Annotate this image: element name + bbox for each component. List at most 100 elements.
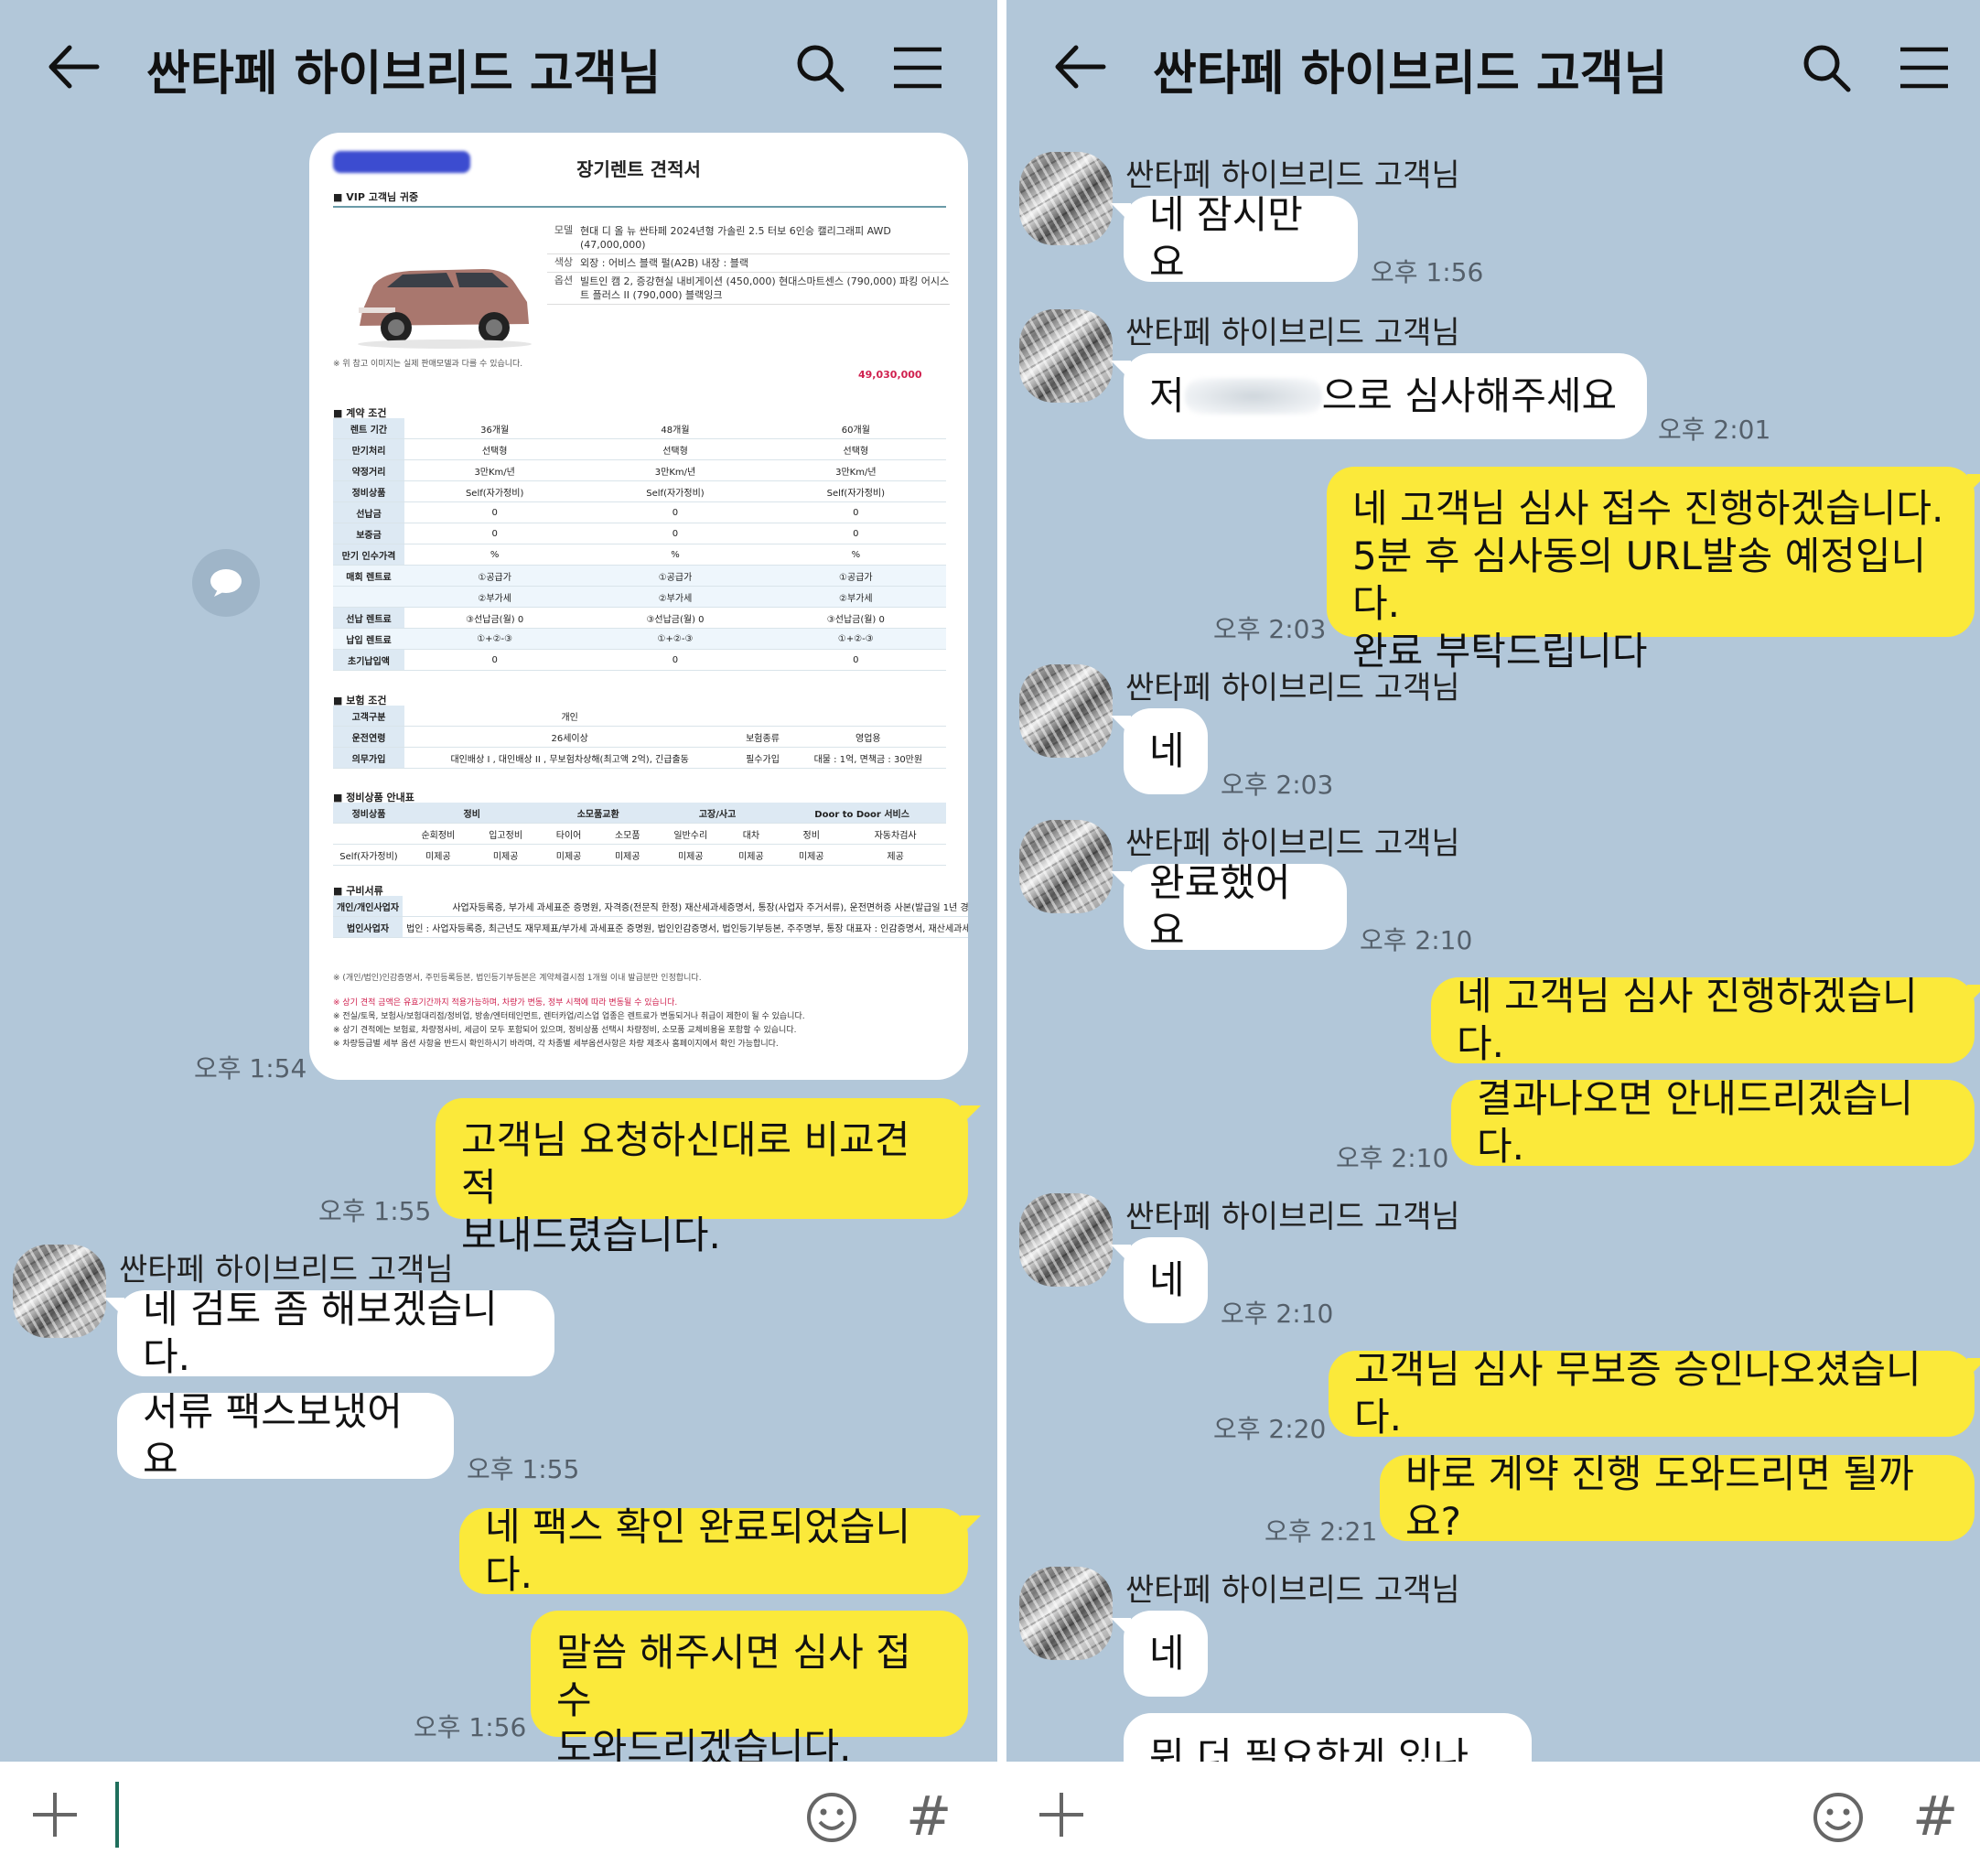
message-outgoing[interactable]: 네 고객님 심사 진행하겠습니다. — [1431, 974, 1980, 1066]
table-cell: ①공급가 — [404, 565, 586, 587]
message-incoming[interactable]: 네 — [1111, 1611, 1208, 1697]
message-incoming[interactable]: 완료했어요 — [1111, 860, 1347, 953]
back-arrow-icon[interactable] — [1052, 44, 1107, 90]
input-bar: # — [0, 1762, 997, 1876]
message-outgoing[interactable]: 말씀 해주시면 심사 접수 도와드리겠습니다. — [531, 1611, 968, 1770]
menu-icon[interactable] — [1899, 42, 1950, 93]
chat-pane-right: 싼타페 하이브리드 고객님 싼타페 하이브리드 고객님 네 잠시만요 오후 1:… — [1006, 0, 1980, 1876]
sender-name: 싼타페 하이브리드 고객님 — [119, 1252, 454, 1288]
table-cell: 사업자등록증, 부가세 과세표준 증명원, 자격증(전문직 한정) 재산세과세증… — [403, 896, 968, 917]
doc-divider — [333, 206, 946, 208]
message-outgoing[interactable]: 네 팩스 확인 완료되었습니다. — [459, 1504, 981, 1597]
avatar[interactable] — [1019, 1567, 1113, 1660]
message-outgoing[interactable]: 고객님 요청하신대로 비교견적 보내드렸습니다. — [436, 1098, 981, 1257]
table-cell — [790, 706, 946, 727]
table-cell: 고객구분 — [333, 706, 404, 727]
message-incoming[interactable]: 네 검토 좀 해보겠습니다. — [104, 1287, 554, 1379]
emoji-icon[interactable] — [1812, 1791, 1865, 1844]
doc-footnotes: ※ 상기 견적 금액은 유효기간까지 적용가능하며, 차량가 변동, 정부 시책… — [333, 997, 946, 1051]
table-cell: 필수가입 — [735, 747, 791, 769]
avatar[interactable] — [1019, 664, 1113, 758]
table-cell: 영업용 — [790, 726, 946, 748]
emoji-icon[interactable] — [805, 1791, 858, 1844]
table-cell: 대차 — [724, 823, 779, 845]
message-incoming[interactable]: 저 으로 심사해주세요 — [1111, 353, 1647, 439]
message-outgoing[interactable]: 바로 계약 진행 도와드리면 될까요? — [1380, 1451, 1975, 1544]
table-cell — [333, 586, 404, 608]
share-button[interactable] — [192, 549, 260, 617]
table-cell: 렌트 기간 — [333, 418, 404, 439]
table-cell: 미제공 — [471, 844, 540, 866]
table-cell: % — [404, 544, 586, 566]
search-icon[interactable] — [1801, 42, 1852, 93]
footnote: ※ 차량등급별 세부 옵션 사항을 반드시 확인하시기 바라며, 각 차종별 세… — [333, 1040, 779, 1049]
back-arrow-icon[interactable] — [46, 44, 101, 90]
table-cell: 개인 — [404, 706, 736, 727]
table-cell: ②부가세 — [404, 586, 586, 608]
table-cell: ①공급가 — [765, 565, 946, 587]
table-cell: 개인/개인사업자 — [333, 896, 404, 917]
chat-title: 싼타페 하이브리드 고객님 — [146, 47, 662, 102]
section-insurance: ■ 보험 조건 — [333, 695, 387, 706]
message-input[interactable] — [115, 1782, 119, 1848]
car-note: ※ 위 참고 이미지는 실제 판매모델과 다를 수 있습니다. — [333, 360, 523, 369]
message-incoming[interactable]: 네 — [1111, 708, 1208, 794]
avatar[interactable] — [1019, 820, 1113, 913]
sender-name: 싼타페 하이브리드 고객님 — [1125, 825, 1460, 862]
table-cell: 0 — [765, 501, 946, 523]
avatar[interactable] — [13, 1245, 106, 1338]
table-cell: ①+②-③ — [765, 628, 946, 650]
table-cell: 매회 렌트료 — [333, 565, 404, 587]
section-documents: ■ 구비서류 — [333, 885, 383, 897]
section-contract: ■ 계약 조건 — [333, 407, 387, 419]
message-outgoing[interactable]: 결과나오면 안내드리겠습니다. — [1451, 1076, 1975, 1169]
footnote: ※ 상기 견적에는 보험료, 차량정사비, 세금이 모두 포함되어 있으며, 정… — [333, 1026, 797, 1035]
avatar[interactable] — [1019, 309, 1113, 403]
plus-icon[interactable] — [1036, 1789, 1087, 1840]
avatar[interactable] — [1019, 152, 1113, 245]
table-cell: 미제공 — [539, 844, 598, 866]
avatar[interactable] — [1019, 1193, 1113, 1287]
table-cell: 미제공 — [404, 844, 472, 866]
table-cell: Self(자가정비) — [765, 480, 946, 502]
hashtag-icon[interactable]: # — [906, 1784, 952, 1849]
table-cell: 미제공 — [778, 844, 845, 866]
table-cell: 선택형 — [585, 438, 766, 460]
message-incoming[interactable]: 네 — [1111, 1237, 1208, 1323]
message-incoming[interactable]: 서류 팩스보냈어요 — [117, 1389, 454, 1482]
hashtag-icon[interactable]: # — [1912, 1784, 1959, 1849]
quote-document-image[interactable]: 장기렌트 견적서 ■ VIP 고객님 귀중 ※ 위 참고 이미지는 실제 판매모… — [309, 133, 968, 1080]
table-cell: 대인배상 I , 대인배상 II , 무보험차상해(최고액 2억), 긴급출동 — [404, 747, 736, 769]
price-total: 49,030,000 — [858, 369, 922, 381]
table-cell: Self(자가정비) — [404, 480, 586, 502]
table-cell: % — [765, 544, 946, 566]
message-text: 으로 심사해주세요 — [1321, 373, 1618, 418]
car-image — [358, 269, 532, 349]
search-icon[interactable] — [794, 42, 845, 93]
table-cell: 대물 : 1억, 면책금 : 30만원 — [790, 747, 946, 769]
sender-name: 싼타페 하이브리드 고객님 — [1125, 315, 1460, 351]
input-bar: # — [1006, 1762, 1980, 1876]
table-cell: 법인 : 사업자등록증, 최근년도 재무제표/부가세 과세표준 증명원, 법인인… — [403, 916, 968, 938]
table-cell: 자동차검사 — [845, 823, 946, 845]
plus-icon[interactable] — [29, 1789, 81, 1840]
message-outgoing[interactable]: 고객님 심사 무보증 승인나오셨습니다. — [1329, 1347, 1980, 1439]
message-incoming[interactable]: 네 잠시만요 — [1111, 192, 1358, 285]
message-outgoing[interactable]: 네 고객님 심사 접수 진행하겠습니다. 5분 후 심사동의 URL발송 예정입… — [1327, 467, 1980, 674]
menu-icon[interactable] — [892, 42, 943, 93]
table-cell: 미제공 — [724, 844, 779, 866]
